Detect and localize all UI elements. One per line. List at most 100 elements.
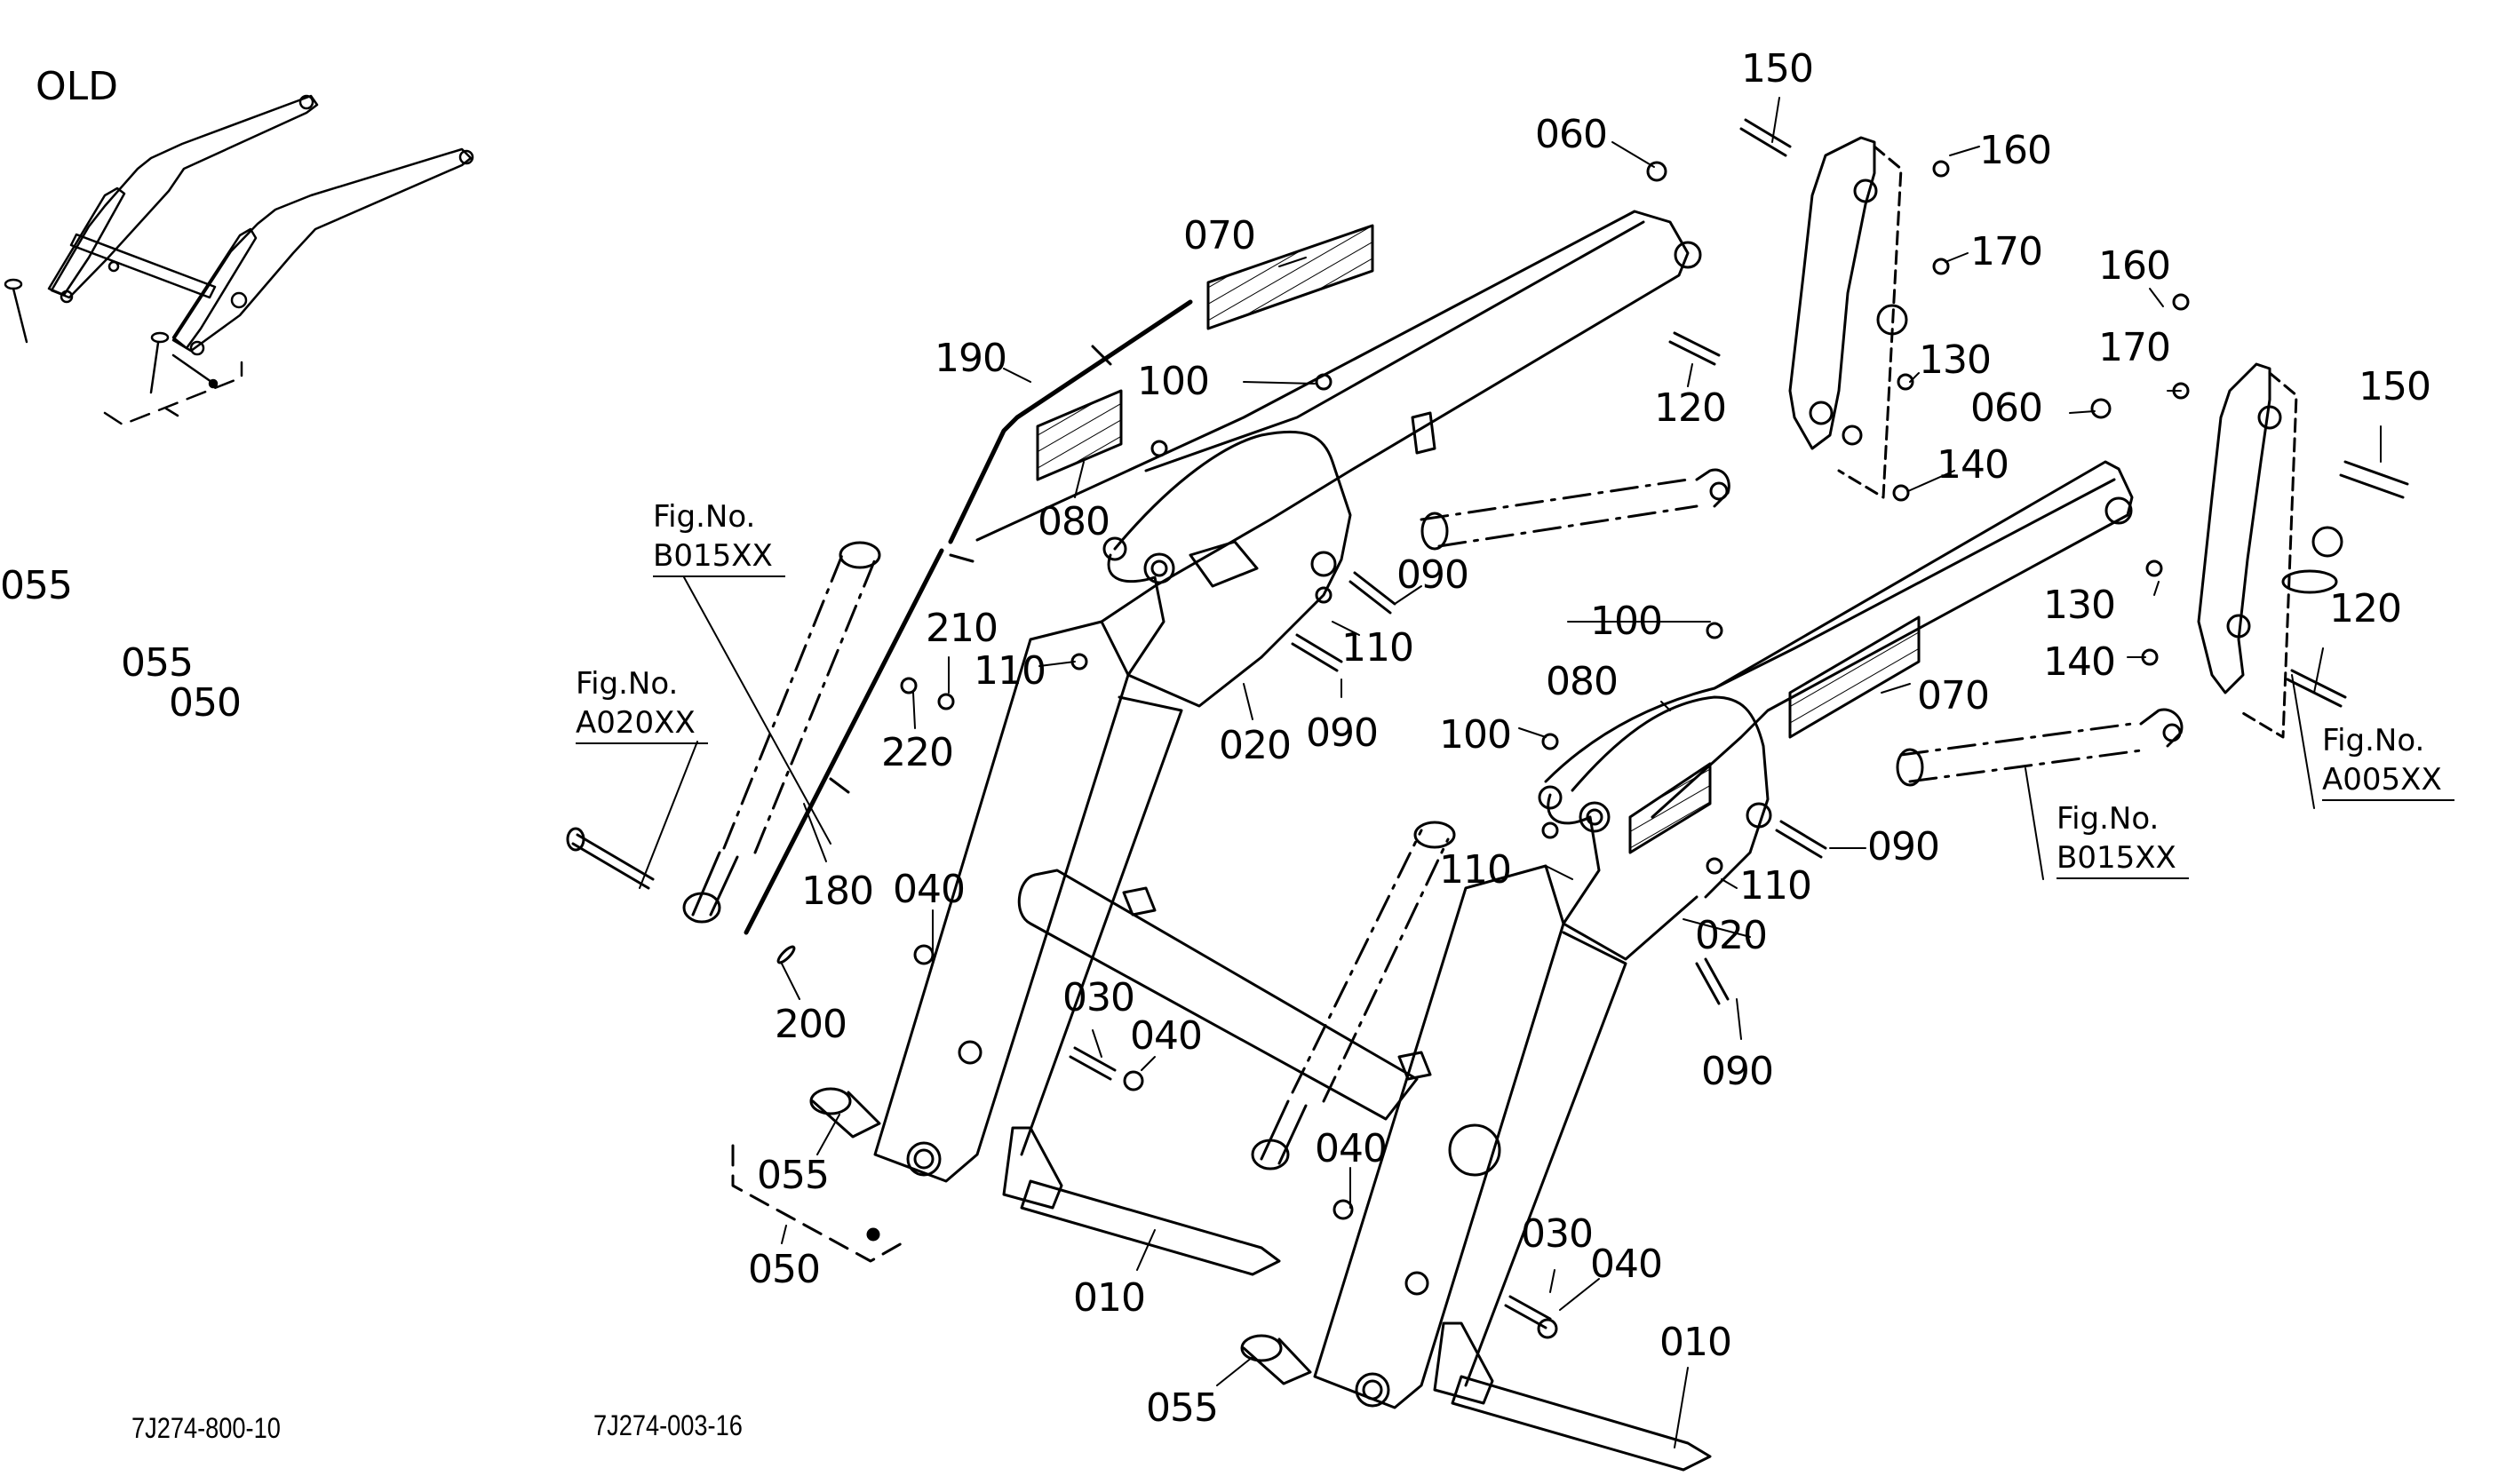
pin-a020-head [568, 829, 584, 850]
left-boom-lower-pivot-inner [915, 1150, 933, 1168]
cylinder-body [1293, 830, 1448, 1101]
bolt-100-a [1152, 441, 1166, 456]
cylinder-rod [1261, 1101, 1306, 1163]
diagram-title: OLD [36, 64, 119, 109]
right-boom-head-pivot [2106, 498, 2131, 523]
part-label: 020 [1695, 913, 1768, 958]
grease-fitting-060-a [1648, 163, 1666, 180]
left-boom-mid-hole [959, 1042, 981, 1063]
cylinder-head [1415, 822, 1454, 847]
pin-090-c [1777, 821, 1826, 857]
bushing-055-b [1242, 1336, 1281, 1361]
part-label: 100 [1590, 599, 1663, 644]
leader-line [684, 577, 831, 844]
part-label: 090 [1306, 710, 1379, 756]
figure-reference-b015xx-right[interactable]: Fig.No. B015XX [2057, 799, 2189, 879]
bracket-hole [2228, 615, 2249, 637]
leader-line [1722, 879, 1737, 888]
leader-line [640, 742, 697, 888]
part-label: 140 [1937, 442, 2009, 488]
leader-line [1688, 364, 1692, 386]
right-boom-upright-post-inner [1466, 932, 1626, 1385]
pin-120-left [1670, 333, 1719, 364]
part-label: 080 [1546, 659, 1619, 704]
leader-line [1137, 1230, 1155, 1270]
left-boom-linkage-hole [1104, 538, 1126, 559]
old-pivot-hole [460, 151, 473, 163]
leader-line [166, 409, 178, 416]
part-label: 110 [1739, 863, 1812, 909]
cylinder-body [1901, 724, 2141, 782]
part-label: 110 [1439, 847, 1512, 893]
figure-reference-code[interactable]: A020XX [576, 703, 708, 744]
leader-line [151, 343, 158, 393]
bolt-160-a [1934, 162, 1948, 176]
leader-line [1519, 728, 1546, 737]
leader-line [1560, 1279, 1599, 1310]
stand-leg [1022, 1181, 1279, 1274]
clip-200 [776, 945, 797, 965]
cylinder-head [840, 543, 879, 567]
part-label: 190 [935, 336, 1007, 381]
group-bracket-050 [105, 362, 242, 425]
bushing-055-a [811, 1089, 850, 1114]
part-label: 200 [775, 1002, 847, 1047]
leader-line [1142, 1057, 1155, 1070]
part-label: 100 [1137, 359, 1210, 404]
part-label: 030 [1062, 975, 1135, 1020]
bolt-160-b [2174, 295, 2188, 309]
leader-line [913, 693, 915, 728]
stand-bracket [1435, 1323, 1492, 1403]
leader-line [1675, 1368, 1688, 1448]
cylinder-rod-eye-hole [1711, 483, 1727, 499]
bolt-100-b [1317, 375, 1331, 389]
old-bushing-055 [5, 280, 21, 289]
figure-reference-a005xx[interactable]: Fig.No. A005XX [2322, 721, 2454, 801]
bolt-130-a [1898, 375, 1913, 389]
right-boom-upper-pivot [1580, 803, 1609, 831]
leader-line [1075, 462, 1084, 497]
parking-stand-left [1004, 1128, 1279, 1274]
bracket-hole [1878, 306, 1906, 334]
bracket-hole [2313, 528, 2342, 556]
part-label: 080 [1038, 499, 1110, 544]
part-label: 150 [1741, 46, 1814, 91]
part-label: 130 [1919, 337, 1992, 383]
figure-reference-code[interactable]: B015XX [653, 536, 785, 577]
stand-bracket [1004, 1128, 1062, 1208]
figure-reference-prefix: Fig.No. [2322, 723, 2425, 758]
parking-stand-right [1435, 1323, 1710, 1470]
indicator-rod-upper [951, 302, 1190, 542]
part-label: 055 [1146, 1385, 1219, 1431]
part-label: 170 [2098, 325, 2171, 370]
decal-070-left [1208, 226, 1372, 329]
part-label: 090 [1867, 824, 1940, 869]
right-boom-linkage-hole [1539, 787, 1561, 808]
figure-reference-code[interactable]: A005XX [2322, 760, 2454, 801]
figure-reference-b015xx-left[interactable]: Fig.No. B015XX [653, 497, 785, 577]
drawing-number-old: 7J274-800-10 [131, 1412, 281, 1444]
figure-reference-code[interactable]: B015XX [2057, 838, 2189, 879]
old-cross-tube [71, 234, 215, 298]
lift-cylinder-right [1897, 710, 2182, 785]
leader-line [1908, 471, 1954, 491]
part-label: 140 [2043, 639, 2116, 685]
pin-a020 [573, 835, 653, 888]
figure-reference-a020xx[interactable]: Fig.No. A020XX [576, 664, 708, 744]
bucket-cylinder-left [684, 543, 879, 922]
old-pivot-hole [232, 293, 246, 307]
part-label-old-055: 055 [0, 563, 73, 608]
right-boom-upper-arm [1546, 462, 2132, 817]
left-boom-upper-arm [977, 211, 1688, 622]
group-bracket-050-main [733, 1146, 902, 1261]
bracket-plate-back [2239, 373, 2296, 737]
indicator-rod-lower [746, 551, 942, 932]
leader-lines [640, 98, 2381, 1448]
bolt-210 [939, 694, 953, 709]
washer-040-a [915, 946, 933, 964]
leader-line [2314, 648, 2323, 693]
leader-line [804, 804, 826, 861]
figure-reference-prefix: Fig.No. [653, 499, 756, 535]
nut-110-b [1317, 588, 1331, 602]
bracket-plate-back [1839, 147, 1901, 497]
